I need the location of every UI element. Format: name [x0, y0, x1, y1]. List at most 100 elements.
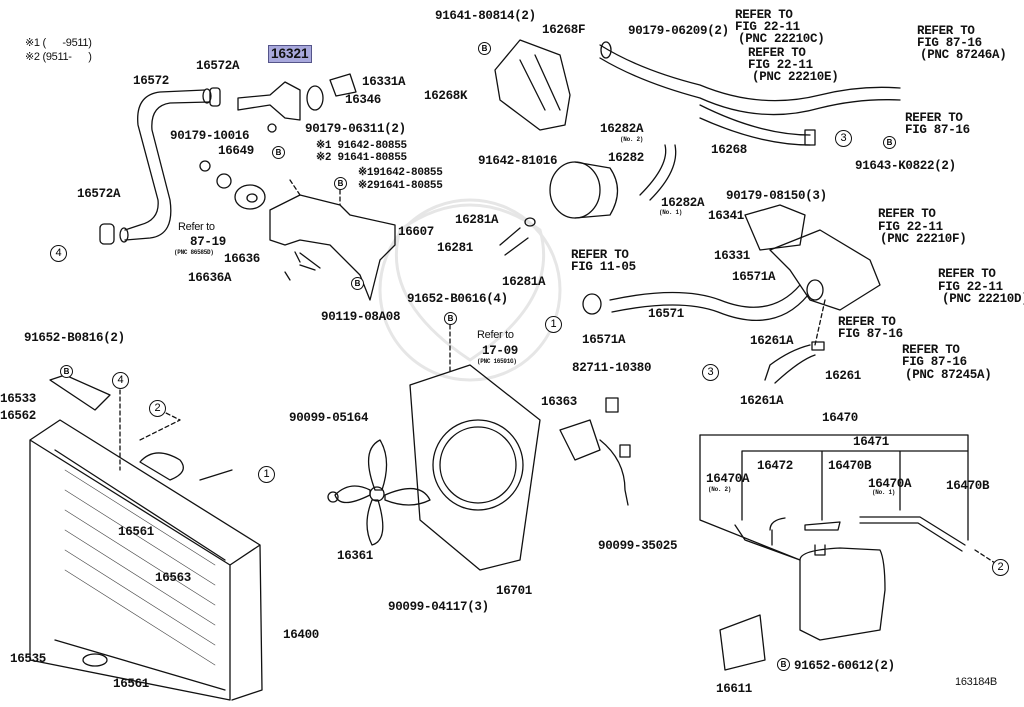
part-label: ※191642-80855: [358, 167, 443, 179]
part-label: REFER TO: [748, 46, 806, 60]
callout-circle: 1: [545, 316, 562, 333]
callout-circle: 3: [702, 364, 719, 381]
bolt-mark-icon: B: [478, 42, 491, 55]
part-label: ※2 91641-80855: [316, 152, 407, 164]
part-label: REFER TO: [902, 343, 960, 357]
callout-circle: 4: [50, 245, 67, 262]
part-label: 16472: [757, 459, 794, 473]
part-label: 90119-08A08: [321, 310, 401, 324]
radiator: [29, 419, 263, 701]
part-label: (PNC 22210C): [738, 32, 825, 46]
figure-id: 163184B: [955, 676, 997, 688]
part-label: 16331: [714, 249, 751, 263]
callout-circle: 2: [149, 400, 166, 417]
part-label: 16268F: [542, 23, 586, 37]
part-label: 16261: [825, 369, 862, 383]
part-label: 16571A: [582, 333, 626, 347]
fan-shroud: [409, 364, 541, 571]
watermark-emblem: [378, 198, 562, 382]
part-label: 16341: [708, 209, 745, 223]
part-label: 16331A: [362, 75, 406, 89]
part-label: 16571A: [732, 270, 776, 284]
part-label: (PNC 87246A): [920, 48, 1007, 62]
bolt-mark-icon: B: [60, 365, 73, 378]
part-label: (No. 1): [659, 209, 683, 216]
part-label: 91641-80814(2): [435, 9, 536, 23]
part-label: FIG 87-16: [838, 327, 903, 341]
part-label: 16636: [224, 252, 261, 266]
part-label: REFER TO: [878, 207, 936, 221]
part-label: 16470A: [868, 477, 912, 491]
part-label: 16572A: [77, 187, 121, 201]
part-label: 91642-81016: [478, 154, 558, 168]
part-label: (No. 2): [620, 136, 644, 143]
part-label: ※291641-80855: [358, 180, 443, 192]
bolt-mark-icon: B: [777, 658, 790, 671]
part-label: 82711-10380: [572, 361, 652, 375]
part-label: 16268K: [424, 89, 468, 103]
part-label: 17-09: [482, 344, 519, 358]
part-label: REFER TO: [838, 315, 896, 329]
part-label: FIG 87-16: [905, 123, 970, 137]
part-label: (PNC 22210F): [880, 232, 967, 246]
part-label: 16470A: [706, 472, 750, 486]
part-label: 16346: [345, 93, 382, 107]
part-label: Refer to: [477, 329, 514, 341]
part-label: (PNC 86585D): [174, 249, 214, 256]
bolt-mark-icon: B: [351, 277, 364, 290]
part-label: 16571: [648, 307, 685, 321]
part-label: 16572A: [196, 59, 240, 73]
part-label: FIG 87-16: [917, 36, 982, 50]
part-label: (PNC 22210D): [942, 292, 1024, 306]
footnote: ※2 (9511- ): [25, 51, 92, 63]
part-label: 90179-06311(2): [305, 122, 406, 136]
part-label: (No. 2): [708, 486, 732, 493]
fan-blades: [334, 439, 431, 546]
highlighted-part-label[interactable]: 16321: [268, 45, 312, 63]
part-label: 90099-35025: [598, 539, 678, 553]
part-label: 16701: [496, 584, 533, 598]
part-label: REFER TO: [735, 8, 793, 22]
coolant-reservoir: [799, 544, 886, 641]
part-label: 16562: [0, 409, 37, 423]
part-label: 91652-B0616(4): [407, 292, 508, 306]
bolt-mark-icon: B: [334, 177, 347, 190]
bolt-mark-icon: B: [272, 146, 285, 159]
part-label: Refer to: [178, 221, 215, 233]
bolt-mark-icon: B: [883, 136, 896, 149]
part-label: 91652-B0816(2): [24, 331, 125, 345]
part-label: 16649: [218, 144, 255, 158]
part-label: FIG 22-11: [748, 58, 813, 72]
part-label: REFER TO: [905, 111, 963, 125]
footnote: ※1 ( -9511): [25, 37, 92, 49]
part-label: 16563: [155, 571, 192, 585]
part-label: FIG 87-16: [902, 355, 967, 369]
part-label: 16470B: [828, 459, 872, 473]
upper-radiator-hose: [124, 89, 211, 241]
part-label: 87-19: [190, 235, 227, 249]
part-label: 16470: [822, 411, 859, 425]
part-label: 16281: [437, 241, 474, 255]
part-label: 16611: [716, 682, 753, 696]
callout-circle: 1: [258, 466, 275, 483]
part-label: 16268: [711, 143, 748, 157]
part-label: 90179-10016: [170, 129, 250, 143]
part-label: (PNC 22210E): [752, 70, 839, 84]
part-label: 90099-05164: [289, 411, 369, 425]
part-label: FIG 22-11: [878, 220, 943, 234]
part-label: 16533: [0, 392, 37, 406]
part-label: REFER TO: [917, 24, 975, 38]
part-label: 16281A: [455, 213, 499, 227]
part-label: 16282: [608, 151, 645, 165]
part-label: 90179-08150(3): [726, 189, 827, 203]
callout-circle: 4: [112, 372, 129, 389]
part-label: 16607: [398, 225, 435, 239]
part-label: 16470B: [946, 479, 990, 493]
part-label: 91652-60612(2): [794, 659, 895, 673]
part-label: REFER TO: [571, 248, 629, 262]
part-label: (PNC 16591G): [477, 358, 517, 365]
part-label: 16561: [118, 525, 155, 539]
part-label: FIG 22-11: [938, 280, 1003, 294]
bolt-mark-icon: B: [444, 312, 457, 325]
